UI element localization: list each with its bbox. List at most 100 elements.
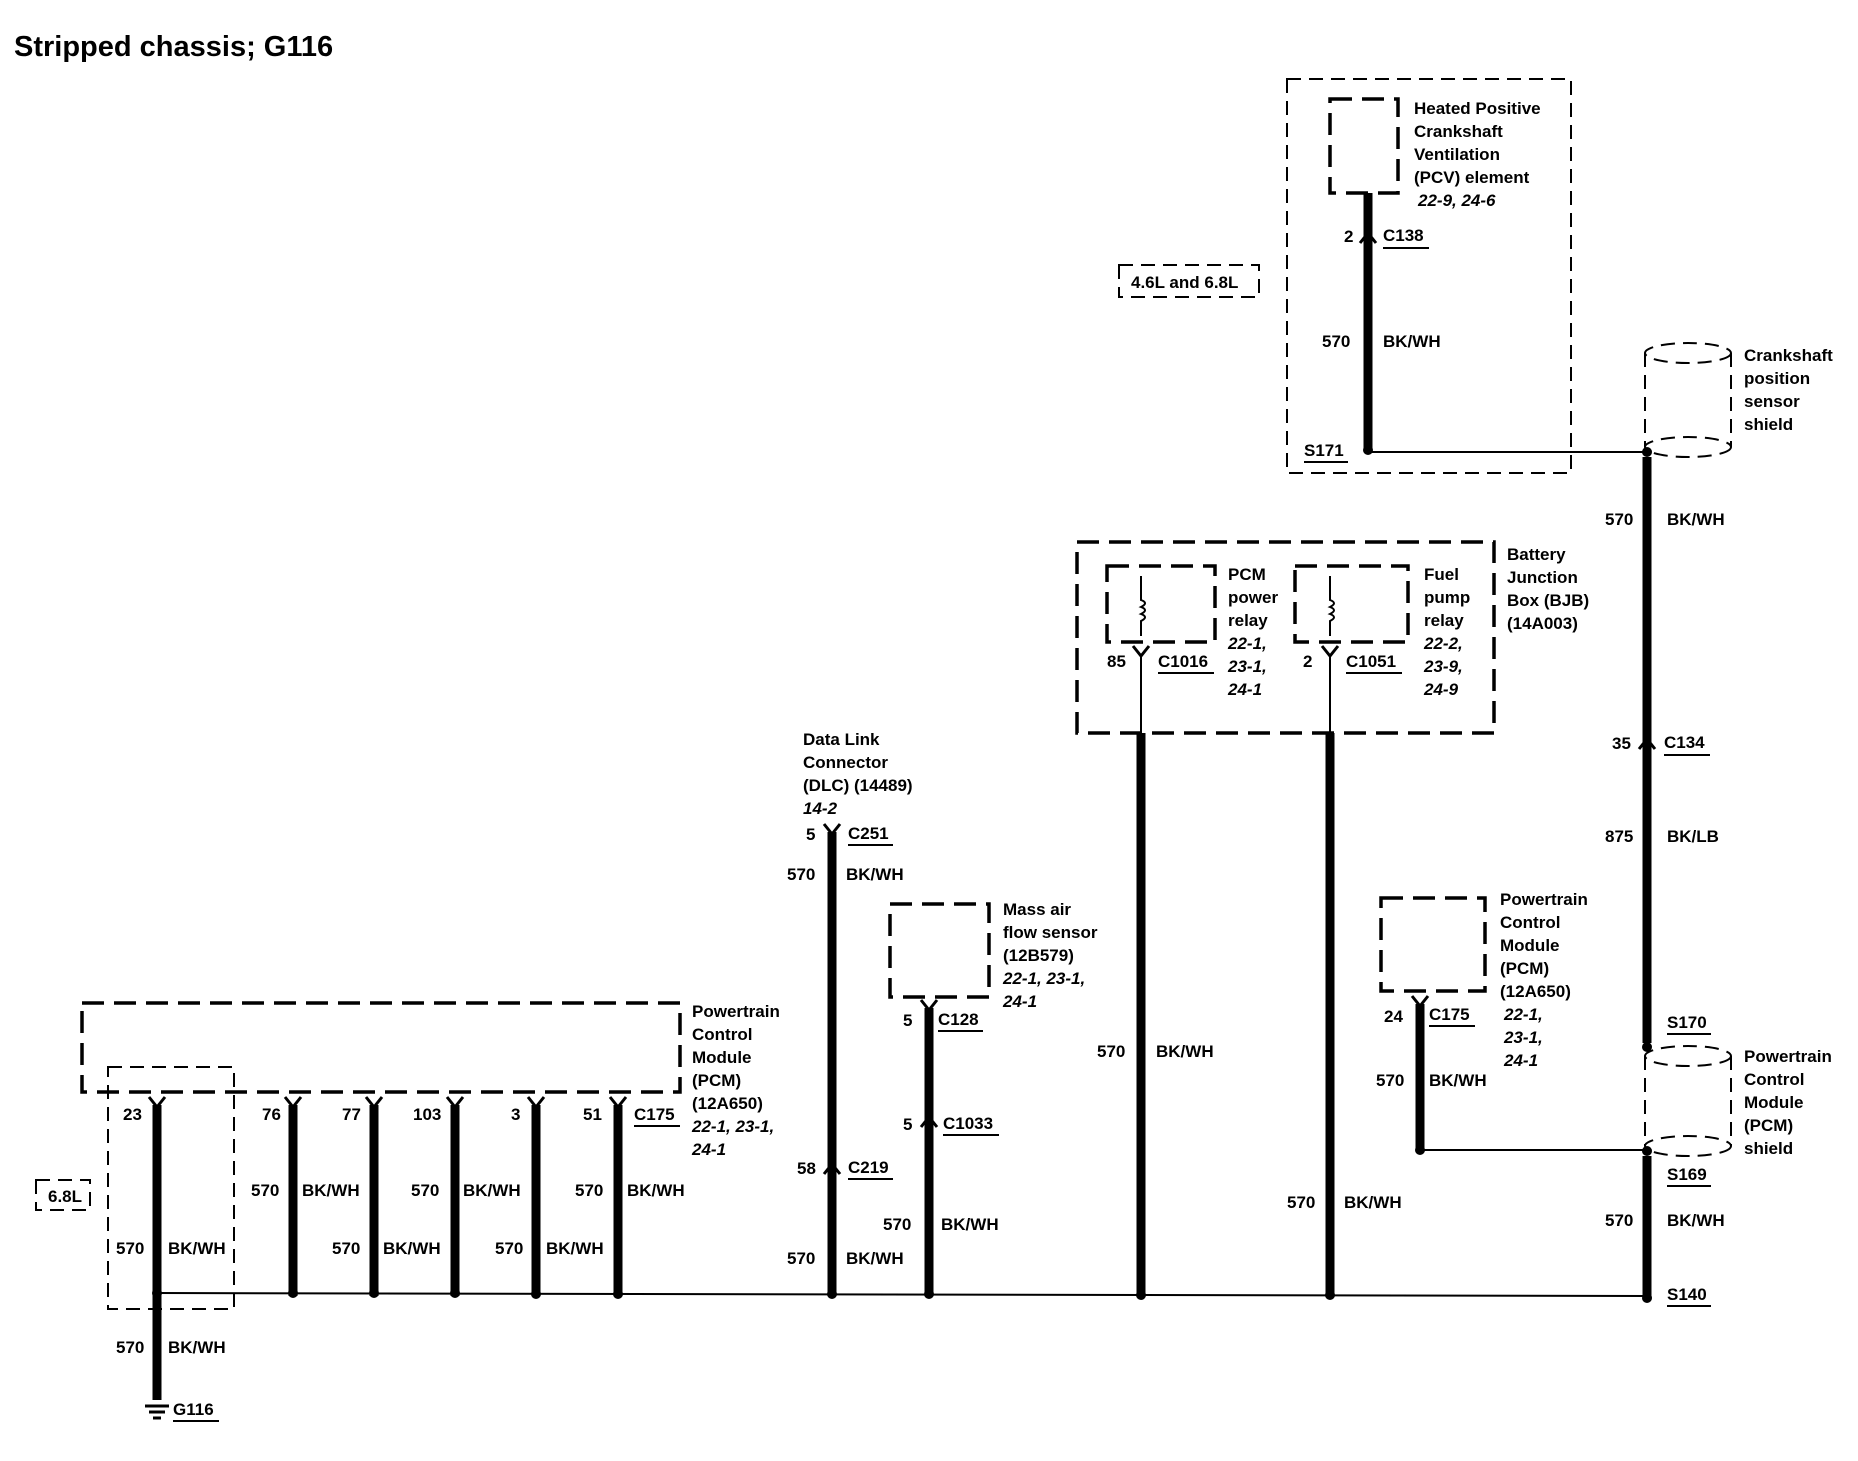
c219-pin: 58	[797, 1159, 816, 1178]
pcv-name-1: Heated Positive	[1414, 99, 1541, 118]
ground-color: BK/WH	[168, 1338, 226, 1357]
pcm-relay-name-2: power	[1228, 588, 1278, 607]
s170-label: S170	[1667, 1013, 1707, 1032]
pcm-left-box	[80, 1001, 682, 1094]
right-lower-color: BK/WH	[1667, 1211, 1725, 1230]
pcm-shield-name-4: (PCM)	[1744, 1116, 1793, 1135]
ground-symbol-icon	[145, 1404, 169, 1420]
c1051-connector-symbol	[1320, 645, 1340, 659]
pin-51-color: BK/WH	[627, 1181, 685, 1200]
c134-connector-symbol	[1637, 736, 1657, 750]
pcm-right-connector: C175	[1429, 1005, 1470, 1024]
pcm-right-name-2: Control	[1500, 913, 1560, 932]
maf-name-3: (12B579)	[1003, 946, 1074, 965]
pcm-right-pin: 24	[1384, 1007, 1403, 1026]
pcm-right-color: BK/WH	[1429, 1071, 1487, 1090]
s140-splice-dot	[1642, 1293, 1652, 1303]
bus-dot-pin-77	[369, 1288, 379, 1298]
fuel-relay-name-2: pump	[1424, 588, 1470, 607]
pcm-right-circuit: 570	[1376, 1071, 1404, 1090]
ckp-shield-dot	[1642, 447, 1652, 457]
s140-label: S140	[1667, 1285, 1707, 1304]
c251-pin: 5	[806, 825, 815, 844]
right-upper-color: BK/WH	[1667, 510, 1725, 529]
fuel-relay-refs-3: 24-9	[1423, 680, 1459, 699]
dlc-lower-circuit: 570	[787, 1249, 815, 1268]
pcm-relay-color: BK/WH	[1156, 1042, 1214, 1061]
pcm-right-name-1: Powertrain	[1500, 890, 1588, 909]
bjb-name-1: Battery	[1507, 545, 1566, 564]
bus-dot-pin-103	[450, 1288, 460, 1298]
pcv-name-4: (PCV) element	[1414, 168, 1530, 187]
engine-note: 4.6L and 6.8L	[1131, 273, 1238, 292]
c1016-pin: 85	[1107, 652, 1126, 671]
maf-refs-1: 22-1, 23-1,	[1002, 969, 1085, 988]
pin-23-color: BK/WH	[168, 1239, 226, 1258]
bus-dot-pin-76	[288, 1288, 298, 1298]
c128-pin: 5	[903, 1011, 912, 1030]
s169-label: S169	[1667, 1165, 1707, 1184]
bus-dot-maf	[924, 1289, 934, 1299]
c219-connector: C219	[848, 1158, 889, 1177]
c1051-pin: 2	[1303, 652, 1312, 671]
dlc-upper-color: BK/WH	[846, 865, 904, 884]
pcm-left-name-4: (PCM)	[692, 1071, 741, 1090]
dlc-name-2: Connector	[803, 753, 888, 772]
engine-note-box	[1118, 264, 1260, 298]
pin-23-label: 23	[123, 1105, 142, 1124]
c1051-connector: C1051	[1346, 652, 1396, 671]
pcm-shield-name-2: Control	[1744, 1070, 1804, 1089]
dlc-refs: 14-2	[803, 799, 838, 818]
pcm-relay-box	[1105, 564, 1217, 644]
pcm-left-refs-2: 24-1	[691, 1140, 726, 1159]
pin-76-color: BK/WH	[302, 1181, 360, 1200]
pcm-left-refs-1: 22-1, 23-1,	[691, 1117, 774, 1136]
maf-circuit: 570	[883, 1215, 911, 1234]
pcm-left-name-2: Control	[692, 1025, 752, 1044]
pcv-connector: C138	[1383, 226, 1424, 245]
dlc-name-3: (DLC) (14489)	[803, 776, 913, 795]
pcm-left-name-3: Module	[692, 1048, 752, 1067]
maf-box	[888, 902, 991, 999]
pin-76-circuit: 570	[251, 1181, 279, 1200]
c1016-connector-symbol	[1131, 645, 1151, 659]
ckp-shield-name-1: Crankshaft	[1744, 346, 1833, 365]
pcv-circuit: 570	[1322, 332, 1350, 351]
dlc-lower-color: BK/WH	[846, 1249, 904, 1268]
pin-3-circuit: 570	[495, 1239, 523, 1258]
pcm-shield-name-3: Module	[1744, 1093, 1804, 1112]
ground-circuit: 570	[116, 1338, 144, 1357]
pin-23-circuit: 570	[116, 1239, 144, 1258]
pcm-relay-refs-1: 22-1,	[1227, 634, 1267, 653]
bus-dot-pin-51	[613, 1289, 623, 1299]
pcm-right-name-3: Module	[1500, 936, 1560, 955]
pin-51-circuit: 570	[575, 1181, 603, 1200]
pcm-left-name-1: Powertrain	[692, 1002, 780, 1021]
pcm-right-box	[1379, 896, 1487, 993]
c134-pin: 35	[1612, 734, 1631, 753]
bus-dot-fuel-relay	[1325, 1290, 1335, 1300]
pcm-right-name-4: (PCM)	[1500, 959, 1549, 978]
pin-103-color: BK/WH	[463, 1181, 521, 1200]
engine-6-8-option-box	[107, 1066, 235, 1310]
pcm-right-name-5: (12A650)	[1500, 982, 1571, 1001]
pin-3-label: 3	[511, 1105, 520, 1124]
fuel-relay-coil-icon	[1327, 576, 1335, 636]
fuel-relay-color: BK/WH	[1344, 1193, 1402, 1212]
bus-dot-dlc	[827, 1289, 837, 1299]
dlc-name-1: Data Link	[803, 730, 880, 749]
fuel-relay-name-1: Fuel	[1424, 565, 1459, 584]
dlc-upper-circuit: 570	[787, 865, 815, 884]
bjb-name-4: (14A003)	[1507, 614, 1578, 633]
bjb-name-2: Junction	[1507, 568, 1578, 587]
ground-name: G116	[173, 1400, 214, 1419]
pin-103-label: 103	[413, 1105, 441, 1124]
pcv-color: BK/WH	[1383, 332, 1441, 351]
pcm-relay-coil-icon	[1138, 576, 1146, 636]
maf-name-2: flow sensor	[1003, 923, 1098, 942]
pcm-left-name-5: (12A650)	[692, 1094, 763, 1113]
fuel-relay-refs-1: 22-2,	[1423, 634, 1463, 653]
pin-103-circuit: 570	[411, 1181, 439, 1200]
pcm-shield-name-1: Powertrain	[1744, 1047, 1832, 1066]
